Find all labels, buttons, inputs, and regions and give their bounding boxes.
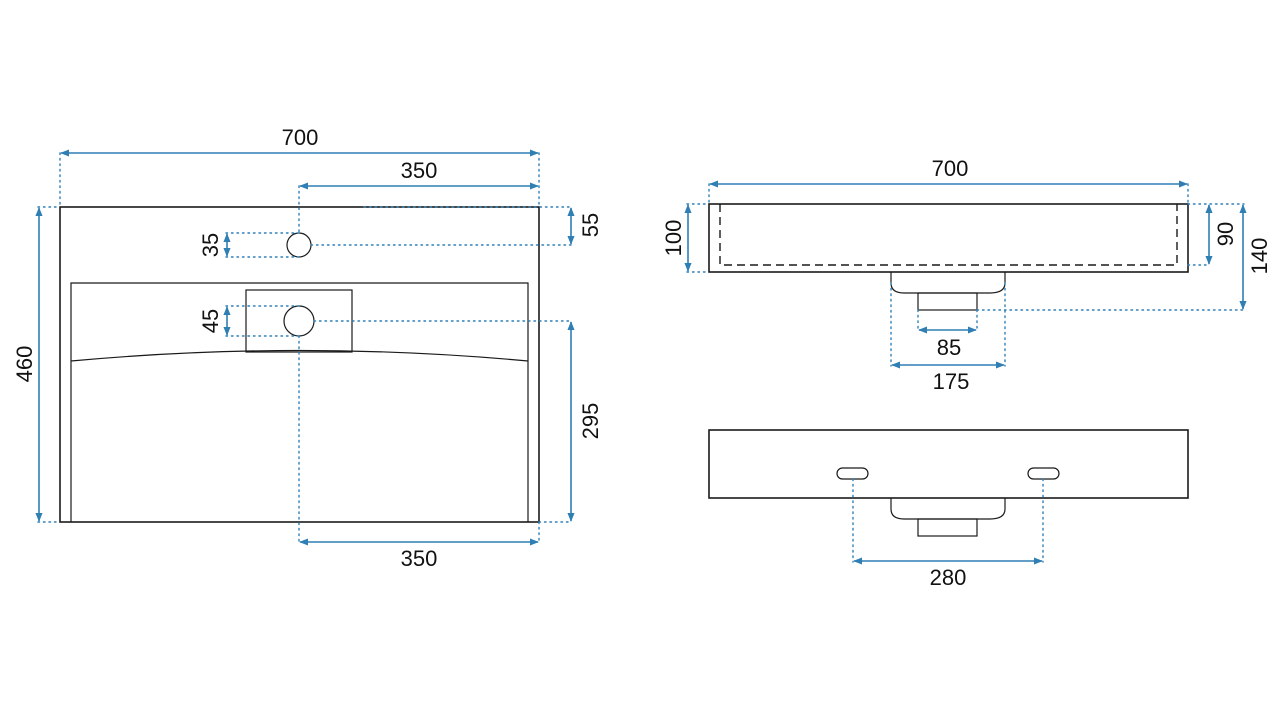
label-outlet-width: 175 [933, 369, 970, 394]
drain-hole [283, 305, 315, 337]
front-view-dimension-lines [684, 180, 1247, 369]
top-view-outline [59, 206, 540, 523]
back-view: 280 [708, 429, 1189, 590]
label-mounting-spacing: 280 [930, 565, 967, 590]
label-front-width: 700 [932, 156, 969, 181]
back-outlet-body [890, 498, 1006, 520]
label-drain-diameter: 45 [198, 309, 223, 333]
label-total-height: 140 [1247, 238, 1272, 275]
back-waste-pipe [917, 518, 978, 537]
label-waste-width: 85 [937, 335, 961, 360]
front-view-extension-lines [686, 183, 1245, 367]
tap-hole [286, 232, 312, 258]
top-view: 700 350 55 35 45 460 295 350 [12, 125, 603, 571]
front-outlet-body [890, 272, 1006, 294]
basin-outline [70, 282, 529, 522]
front-view-outline [708, 203, 1189, 273]
label-inner-height: 90 [1213, 222, 1238, 246]
top-view-extension-lines [37, 152, 573, 544]
front-waste-pipe [917, 292, 978, 311]
label-drain-offset: 350 [401, 546, 438, 571]
top-view-dimension-lines [35, 149, 575, 546]
front-hidden-inner-basin [719, 204, 1178, 266]
label-overall-depth: 460 [12, 346, 37, 383]
back-view-extension-lines [852, 478, 1044, 563]
label-top-width: 700 [282, 125, 319, 150]
mounting-hole-right [1027, 467, 1060, 480]
mounting-hole-left [836, 467, 869, 480]
label-drain-to-front: 295 [578, 403, 603, 440]
label-tap-offset: 350 [401, 158, 438, 183]
front-view: 700 100 90 140 85 175 [661, 156, 1272, 394]
label-basin-height: 100 [661, 220, 686, 257]
back-view-outline [708, 429, 1189, 499]
basin-slope-line [70, 349, 529, 362]
label-tap-from-back: 55 [578, 213, 603, 237]
label-tap-diameter: 35 [198, 233, 223, 257]
